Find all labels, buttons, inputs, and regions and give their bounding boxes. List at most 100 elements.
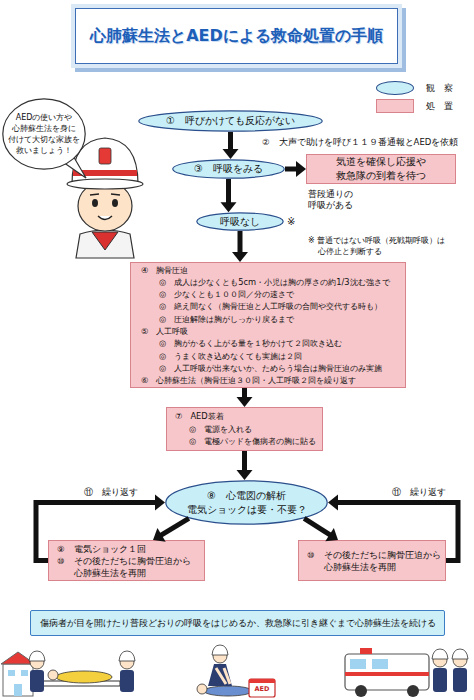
observation-ellipse: ⑧ 心電図の解析電気ショックは要・不要？ bbox=[165, 480, 328, 525]
mascot-eye bbox=[92, 199, 98, 207]
node-text: ⑩ その後ただちに胸骨圧迫から 心肺蘇生法を再開 bbox=[307, 549, 441, 573]
building-window bbox=[8, 670, 15, 676]
bubble-shape bbox=[3, 99, 85, 169]
rescuer-helmet bbox=[452, 649, 468, 659]
arrow-head bbox=[325, 528, 338, 541]
node-text: ◎ 電極パッドを傷病者の胸に貼る bbox=[175, 435, 316, 448]
arrow-shaft bbox=[337, 503, 458, 561]
ambulance-wheel bbox=[355, 685, 367, 697]
bubble-joint bbox=[62, 155, 71, 159]
ambulance-window bbox=[350, 659, 366, 669]
ellipse-shape bbox=[197, 213, 283, 230]
arrow-head bbox=[232, 252, 248, 262]
flow-arrow bbox=[221, 179, 237, 212]
node-text: ⑥ 心肺蘇生法（胸骨圧迫３０回・人工呼吸２回を繰り返す bbox=[141, 374, 356, 386]
arrow-head bbox=[237, 397, 253, 407]
node-text: ⑤ 人工呼吸 bbox=[141, 325, 188, 337]
building-window bbox=[21, 670, 28, 676]
ambulance-body bbox=[345, 654, 429, 690]
arrow-shaft bbox=[242, 388, 247, 398]
title-text: 心肺蘇生法とAEDによる救命処置の手順 bbox=[90, 26, 383, 47]
node-text: ◎ 圧迫解除は胸がしっかり戻るまで bbox=[141, 313, 294, 325]
ellipse-outline bbox=[165, 480, 328, 525]
node-text-area: ⑧ 心電図の解析電気ショックは要・不要？ bbox=[165, 480, 328, 525]
rescuer-arms bbox=[216, 668, 230, 684]
action-box: 気道を確保し応援や 救急隊の到着を待つ bbox=[306, 154, 456, 184]
flow-arrow bbox=[304, 518, 338, 541]
arrow-head bbox=[153, 528, 166, 542]
arrow-shaft bbox=[285, 167, 297, 172]
node-text-area: ⑩ その後ただちに胸骨圧迫から 心肺蘇生法を再開 bbox=[299, 541, 445, 580]
legend-swatch bbox=[376, 99, 414, 113]
ellipse-shape bbox=[166, 481, 327, 524]
flow-arrow bbox=[285, 161, 306, 177]
node-text: ◎ 少なくとも１００回／分の速さで bbox=[141, 288, 294, 300]
node-text: ⑨ 電気ショック１回 bbox=[57, 543, 146, 555]
ambulance-light bbox=[360, 648, 372, 654]
mascot-scarf bbox=[92, 232, 118, 250]
node-text: ⑩ その後ただちに胸骨圧迫から 心肺蘇生法を再開 bbox=[57, 555, 200, 579]
rescuer-body bbox=[30, 670, 44, 692]
arrow-head bbox=[296, 161, 306, 177]
action-box: ⑦ AED装着◎ 電源を入れる◎ 電極パッドを傷病者の胸に貼る bbox=[166, 407, 323, 451]
node-text: ③ 呼吸をみる bbox=[194, 162, 263, 176]
ambulance-wheel bbox=[407, 685, 419, 697]
arrow-shaft bbox=[304, 518, 330, 535]
node-text: ※ bbox=[287, 215, 295, 229]
bubble-outline bbox=[2, 98, 86, 170]
node-text-area: ⑦ AED装着◎ 電源を入れる◎ 電極パッドを傷病者の胸に貼る bbox=[167, 408, 322, 450]
node-text-area: ① 呼びかけても反応がない bbox=[138, 110, 323, 132]
node-text: ◎ 胸がかるく上がる量を１秒かけて２回吹き込む bbox=[141, 337, 342, 349]
edge-label: 普段通りの 呼吸がある bbox=[308, 189, 360, 211]
node-text-area: ③ 呼吸をみる bbox=[172, 159, 285, 179]
rescuer-body bbox=[433, 668, 447, 692]
rescuer-body bbox=[120, 670, 134, 692]
building bbox=[3, 664, 33, 696]
node-text: ◎ 人工呼吸が出来ないか、ためらう場合は胸骨圧迫のみ実施 bbox=[141, 362, 382, 374]
ellipse-shape bbox=[139, 111, 322, 131]
title-box: 心肺蘇生法とAEDによる救命処置の手順 bbox=[75, 8, 398, 64]
node-text: 呼吸なし bbox=[220, 215, 260, 229]
ellipse-shape bbox=[173, 160, 284, 178]
node-text-area: AEDの使い方や 心肺蘇生法を身に 付けて大切な家族を 救いましょう！ bbox=[2, 98, 86, 170]
action-box: ④ 胸骨圧迫◎ 成人は少なくとも5cm・小児は胸の厚さの約1/3沈む強さで◎ 少… bbox=[130, 262, 406, 388]
arrow-head bbox=[223, 149, 239, 159]
aed-band bbox=[249, 679, 275, 683]
aed-box bbox=[249, 679, 275, 697]
arrow-head bbox=[328, 495, 338, 511]
node-text: ④ 胸骨圧迫 bbox=[141, 264, 188, 276]
arrow-shaft bbox=[161, 518, 189, 535]
node-text-area: 傷病者が目を開けたり普段どおりの呼吸をはじめるか、救急隊に引き継ぐまで心肺蘇生法… bbox=[31, 611, 444, 635]
node-text: 気道を確保し応援や 救急隊の到着を待つ bbox=[327, 155, 435, 183]
mascot-helmet-brim bbox=[67, 179, 143, 189]
mascot-helmet-emblem bbox=[99, 148, 111, 164]
node-text: ⑧ 心電図の解析 bbox=[207, 489, 286, 503]
node-text: 電気ショックは要・不要？ bbox=[187, 503, 307, 517]
flow-arrow bbox=[232, 231, 248, 262]
legend-swatch bbox=[376, 81, 414, 95]
mascot-mouth bbox=[98, 216, 112, 220]
ambulance-stripe bbox=[345, 672, 429, 676]
building-door bbox=[14, 684, 22, 696]
arrow-shaft bbox=[226, 179, 231, 203]
speech-bubble: AEDの使い方や 心肺蘇生法を身に 付けて大切な家族を 救いましょう！ bbox=[2, 98, 86, 170]
arrow-shaft bbox=[242, 451, 247, 471]
mascot-eye bbox=[112, 199, 118, 207]
footer-band: 傷病者が目を開けたり普段どおりの呼吸をはじめるか、救急隊に引き継ぐまで心肺蘇生法… bbox=[30, 610, 445, 636]
casualty bbox=[204, 686, 252, 696]
node-text: ⑦ AED装着 bbox=[175, 410, 224, 423]
node-text-area: 呼吸なし※ bbox=[196, 212, 284, 231]
patient-head bbox=[48, 670, 58, 680]
observation-ellipse: ③ 呼吸をみる bbox=[172, 159, 285, 179]
arrow-head bbox=[221, 202, 237, 212]
flow-arrow bbox=[237, 451, 253, 480]
node-text-area: ⑨ 電気ショック１回⑩ その後ただちに胸骨圧迫から 心肺蘇生法を再開 bbox=[49, 541, 204, 580]
rescuer-helmet bbox=[212, 645, 228, 655]
node-text-area: ④ 胸骨圧迫◎ 成人は少なくとも5cm・小児は胸の厚さの約1/3沈む強さで◎ 少… bbox=[131, 263, 405, 387]
legend-text: 観 察 bbox=[426, 81, 453, 95]
mascot-body bbox=[76, 230, 134, 258]
arrow-shaft bbox=[228, 132, 233, 150]
action-box: ⑩ その後ただちに胸骨圧迫から 心肺蘇生法を再開 bbox=[298, 540, 446, 581]
rescuer-helmet bbox=[432, 649, 448, 659]
edge-label: ⑪ 繰り返す bbox=[392, 487, 472, 498]
